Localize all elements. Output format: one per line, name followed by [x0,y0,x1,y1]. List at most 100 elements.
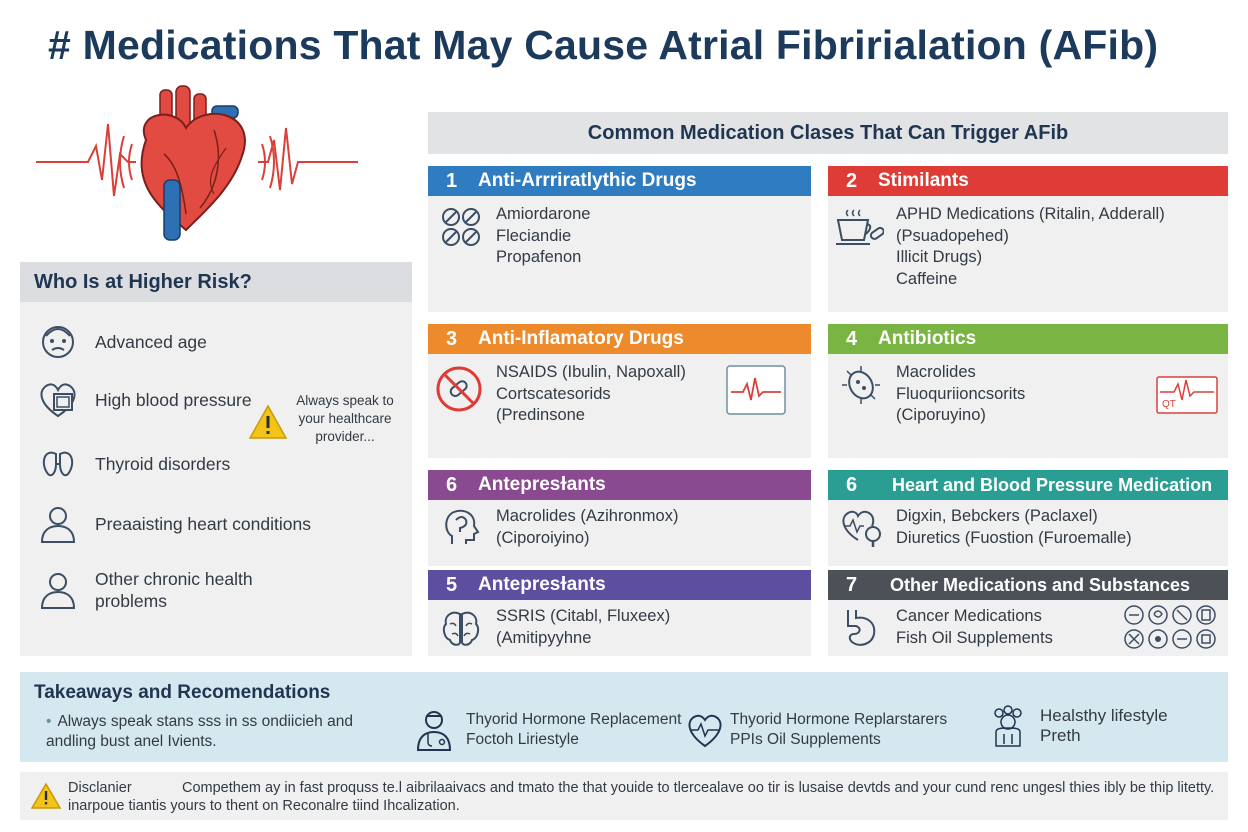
takeaway-line: Preth [1040,726,1081,745]
heart-magnifier-icon [842,510,881,547]
class-card-header: 4 Antibiotics [828,324,1228,354]
classes-title: Common Medication Clases That Can Trigge… [428,112,1228,154]
class-card-line: (Ciporuyino) [896,406,986,424]
risk-item-label: Thyroid disorders [95,454,231,474]
stomach-icon [847,610,876,646]
risk-panel-title: Who Is at Higher Risk? [20,262,412,302]
risk-item: Preaaisting heart conditions [36,502,311,546]
class-card-line: Fluoquriioncsorits [896,384,1026,403]
class-card-header: 6 Antepresɫants [428,470,811,500]
substance-icons-grid [1124,605,1216,649]
heart-ecg-illustration [36,85,358,241]
takeaway-line: Thyorid Hormone Replarstarers [730,711,948,728]
class-card-anti-inflammatory: 3 Anti-Inflamatory Drugs NSAIDS (Ibulin,… [428,324,811,458]
doctor-icon [416,711,452,751]
class-card-line: Macrolides (Azihronmox) [496,507,679,525]
class-card-line: SSRIS (Citabl, Fluxeex) [496,607,671,625]
class-card-number: 5 [446,573,458,596]
risk-item-label: Other chronic health problems [95,569,253,611]
class-card-title: Anti-Arrriratlythic Drugs [478,170,697,191]
class-card-header: 3 Anti-Inflamatory Drugs [428,324,811,354]
class-card-anti-arrhythmic: 1 Anti-Arrriratlythic Drugs Amiordarone … [428,166,811,312]
class-card-title: Antepresɫants [478,574,606,595]
class-card-number: 6 [446,473,458,496]
thyroid-icon [42,451,74,477]
risk-item: High blood pressure [36,378,252,422]
class-card-line: Propafenon [496,248,582,266]
takeaways-panel: Takeaways and Recomendations • Always spe… [20,672,1228,762]
warning-icon [30,782,62,809]
class-card-line: NSAIDS (Ibulin, Napoxall) [496,363,686,381]
class-card-line: (Amitipyyhne [496,628,592,647]
bullet-icon: • [46,713,52,730]
class-card-line: (Psuadopehed) [896,226,1009,245]
class-card-line: APHD Medications (Ritalin, Adderall) [896,205,1165,223]
class-card-line: Digxin, Bebckers (Paclaxel) [896,507,1098,525]
takeaway-line: PPIs Oil Supplements [730,731,881,748]
takeaways-bullet-line: andling bust anel Ivients. [46,733,217,750]
provider-note-line: provider... [315,429,375,444]
class-card-line: Cortscatesorids [496,384,611,403]
class-card-line: Illicit Drugs) [896,248,983,266]
bacteria-icon [842,366,880,404]
pills-icon [442,208,480,246]
takeaways-title: Takeaways and Recomendations [34,682,331,703]
risk-item: Thyroid disorders [36,442,230,486]
risk-panel: Who Is at Higher Risk? Advanced age High… [20,262,412,656]
provider-note: Always speak to your healthcare provider… [248,392,408,446]
class-card-title: Antepresɫants [478,474,606,495]
class-card-antidepressants-1: 6 Antepresɫants Macrolides (Azihronmox) … [428,470,811,566]
class-card-stimulants: 2 Stimilants APHD Medications (Ritalin, … [828,166,1228,312]
page-title: # Medications That May Cause Atrial Fibr… [48,22,1159,68]
qt-label: QT [1162,399,1176,410]
heart-pulse-icon [688,714,722,748]
class-card-line: (Predinsone [496,406,585,424]
class-card-title: Anti-Inflamatory Drugs [478,328,684,349]
class-card-number: 4 [846,327,858,350]
class-card-number: 1 [446,169,458,192]
takeaway-line: Healsthy lifestyle [1040,706,1168,725]
qt-ecg-icon [1156,376,1218,414]
disclaimer-label: Disclanier [68,780,132,796]
class-card-number: 2 [846,169,858,192]
class-card-line: Fleciandie [496,226,572,245]
takeaways-bullet-line: Always speak stans sss in ss ondiicieh a… [57,713,353,730]
brain-icon [442,611,480,646]
provider-note-line: Always speak to [296,393,394,408]
takeaway-item: Healsthy lifestyle Preth [988,704,1168,748]
disclaimer-panel: Disclanier Compethem ay in fast proquss … [20,772,1228,820]
class-card-header: 5 Antepresɫants [428,570,811,600]
takeaway-line: Foctoh Liriestyle [466,731,579,748]
class-card-header: 7 Other Medications and Substances [828,570,1228,600]
takeaway-item: Thyorid Hormone Replacement Foctoh Lirie… [414,708,681,752]
takeaways-bullet: • Always speak stans sss in ss ondiicieh … [46,712,353,752]
class-card-header: 6 Heart and Blood Pressure Medication [828,470,1228,500]
class-card-line: Caffeine [896,269,958,288]
risk-item: Advanced age [36,320,207,364]
class-card-antidepressants-2: 5 Antepresɫants SSRIS (Citabl, Fluxeex) … [428,570,811,656]
person-icon [40,573,76,609]
class-card-header: 1 Anti-Arrriratlythic Drugs [428,166,811,196]
class-card-number: 3 [446,327,458,350]
class-card-number: 6 [846,473,858,496]
disclaimer-text: inarpoue tiantis yours to thent on Recon… [68,798,460,814]
class-card-title: Stimilants [878,170,969,191]
class-card-title: Other Medications and Substances [890,574,1191,595]
heart-monitor-icon [40,383,76,418]
class-card-line: Amiordarone [496,205,591,223]
class-card-number: 7 [846,573,858,596]
class-card-heart-bp: 6 Heart and Blood Pressure Medication Di… [828,470,1228,566]
disclaimer-text: Compethem ay in fast proquss te.l aibril… [182,780,1215,796]
class-card-line: Macrolides [896,363,976,381]
takeaway-item: Thyorid Hormone Replarstarers PPIs Oil S… [686,708,947,752]
person-icon [40,507,76,543]
class-card-line: Diuretics (Fuostion (Furoemalle) [896,528,1132,547]
class-card-other: 7 Other Medications and Substances Cance… [828,570,1228,656]
class-card-line: Fish Oil Supplements [896,628,1053,647]
class-card-title: Antibiotics [878,328,977,349]
coffee-cup-icon [836,209,884,245]
elderly-face-icon [42,326,74,358]
healthy-person-icon [994,705,1022,747]
risk-item-label: Advanced age [95,332,207,352]
takeaway-line: Thyorid Hormone Replacement [466,711,682,728]
